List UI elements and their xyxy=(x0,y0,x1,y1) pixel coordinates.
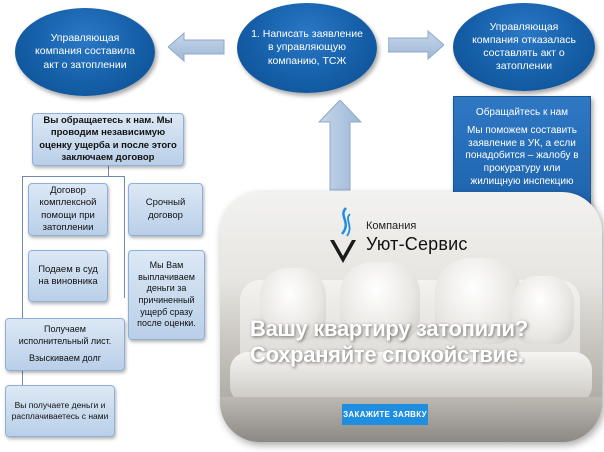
left-ellipse-text: Управляющая компания составила акт о зат… xyxy=(35,32,135,71)
connector-horizontal xyxy=(22,176,124,177)
connector-root-down xyxy=(108,166,109,176)
center-ellipse-text: 1. Написать заявление в управляющую комп… xyxy=(251,28,363,67)
left-box-2-text: Подаем в суд на виновника xyxy=(38,263,98,287)
info-box-heading: Обращайтесь к нам xyxy=(475,107,569,118)
pillow-right xyxy=(435,258,521,344)
right-box-2: Мы Вам выплачиваем деньги за причиненный… xyxy=(128,250,205,340)
arrow-left-icon xyxy=(168,32,226,62)
banner-headline: Вашу квартиру затопили? Сохраняйте споко… xyxy=(250,316,590,368)
left-ellipse: Управляющая компания составила акт о зат… xyxy=(15,8,155,96)
headline-line-2: Сохраняйте спокойствие. xyxy=(250,341,524,367)
promo-banner: Компания Уют-Сервис Вашу квартиру затопи… xyxy=(220,192,602,442)
center-ellipse: 1. Написать заявление в управляющую комп… xyxy=(237,3,377,93)
left-box-3: Получаем исполнительный лист. Взыскиваем… xyxy=(5,318,125,371)
connector-left-rail xyxy=(22,176,23,414)
arrow-right-icon xyxy=(388,30,444,60)
company-label: Компания xyxy=(366,220,417,232)
connector-right-rail xyxy=(124,176,125,298)
right-ellipse-text: Управляющая компания отказалась составля… xyxy=(472,20,576,73)
pillow-center xyxy=(340,262,420,342)
arrow-up-icon xyxy=(318,100,362,192)
left-box-4-text: Вы получаете деньги и расплачиваетесь с … xyxy=(11,399,109,421)
left-box-4: Вы получаете деньги и расплачиваетесь с … xyxy=(5,385,115,437)
left-box-3-line1: Получаем исполнительный лист. xyxy=(18,323,112,346)
company-name: Уют-Сервис xyxy=(366,234,468,254)
pillow-left xyxy=(260,268,326,340)
left-box-1-text: Договор комплексной помощи при затоплени… xyxy=(39,184,97,233)
left-box-1: Договор комплексной помощи при затоплени… xyxy=(28,183,108,236)
right-box-2-text: Мы Вам выплачиваем деньги за причиненный… xyxy=(137,259,196,329)
info-box-body: Мы поможем составить заявление в УК, а е… xyxy=(465,124,579,187)
left-box-2: Подаем в суд на виновника xyxy=(28,250,108,302)
left-box-3-line2: Взыскиваем долг xyxy=(28,353,102,364)
order-request-button[interactable]: ЗАКАЖИТЕ ЗАЯВКУ xyxy=(342,404,428,425)
right-ellipse: Управляющая компания отказалась составля… xyxy=(453,3,595,91)
root-box: Вы обращаетесь к нам. Мы проводим незави… xyxy=(32,113,184,166)
info-box: Обращайтесь к нам Мы поможем составить з… xyxy=(453,96,591,208)
root-box-text: Вы обращаетесь к нам. Мы проводим незави… xyxy=(39,114,177,163)
headline-line-1: Вашу квартиру затопили? xyxy=(250,316,528,341)
sofa-seat xyxy=(230,352,592,404)
company-logo-icon xyxy=(328,206,358,271)
pillow-far-right xyxy=(512,276,574,344)
right-box-1-text: Срочный договор xyxy=(145,197,186,221)
right-box-1: Срочный договор xyxy=(128,183,203,236)
